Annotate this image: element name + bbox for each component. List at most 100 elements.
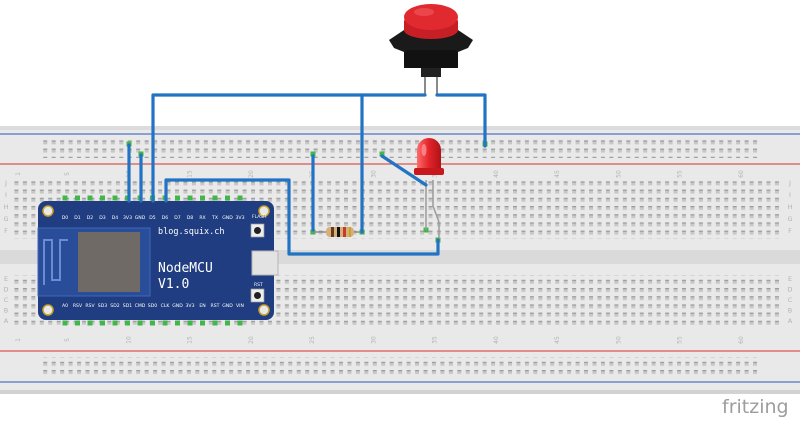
resistor-band: [349, 227, 351, 237]
row-letter: C: [4, 296, 9, 304]
column-number: 55: [677, 336, 684, 344]
connected-hole: [237, 195, 243, 201]
connected-hole: [162, 320, 168, 326]
row-letter: A: [788, 317, 793, 325]
button-cap-top: [404, 4, 458, 30]
pin-label-bottom: SD2: [110, 303, 119, 309]
connected-hole: [212, 320, 218, 326]
connected-hole: [100, 320, 105, 326]
connected-hole: [87, 195, 93, 201]
pin-label-bottom: RST: [211, 303, 220, 309]
row-letter: I: [789, 191, 791, 199]
row-letter: F: [788, 227, 792, 235]
wires: [127, 93, 487, 256]
column-number: 45: [554, 170, 561, 178]
usb-connector: [251, 250, 279, 276]
pin-label-top: GND: [222, 215, 233, 221]
connected-hole: [237, 320, 243, 326]
row-letter: J: [4, 179, 7, 187]
connected-hole: [200, 320, 205, 326]
fritzing-logo: fritzing: [722, 396, 789, 418]
column-number: 20: [248, 170, 255, 178]
row-letter: C: [788, 296, 793, 304]
pin-label-top: D8: [187, 215, 194, 221]
rst-button-cap: [254, 292, 261, 299]
row-letter: D: [787, 286, 792, 294]
esp-shield: [78, 232, 140, 292]
row-letter: D: [3, 286, 8, 294]
site-label: blog.squix.ch: [158, 227, 225, 237]
column-number: 35: [432, 336, 439, 344]
row-letter: E: [4, 275, 8, 283]
pin-label-top: D3: [99, 215, 106, 221]
connected-hole: [175, 320, 180, 326]
column-number: 15: [187, 336, 194, 344]
connected-hole: [175, 195, 180, 201]
connected-hole: [112, 195, 118, 201]
connected-hole: [200, 195, 205, 201]
pin-label-bottom: GND: [222, 303, 233, 309]
connected-hole: [87, 320, 93, 326]
pin-label-top: RX: [199, 215, 205, 221]
connected-hole: [225, 195, 230, 201]
mounting-hole: [258, 205, 270, 217]
wire-button-right-to-rail: [435, 93, 487, 148]
mounting-hole: [42, 205, 54, 217]
row-letter: H: [788, 203, 793, 211]
pin-label-bottom: RSV: [73, 303, 83, 309]
column-number: 45: [554, 336, 561, 344]
row-letter: H: [4, 203, 9, 211]
connected-hole: [137, 320, 143, 326]
wire-gnd-to-button: [151, 93, 427, 203]
pin-label-bottom: CLK: [161, 303, 171, 309]
column-number: 60: [738, 170, 745, 178]
connected-hole: [62, 320, 68, 326]
column-number: 15: [187, 170, 194, 178]
pin-label-bottom: EN: [199, 303, 205, 309]
column-number: 50: [615, 336, 622, 344]
row-letter: G: [787, 215, 792, 223]
resistor-band: [343, 227, 346, 237]
connected-hole: [100, 195, 105, 201]
column-number: 30: [370, 336, 377, 344]
pin-label-top: D7: [174, 215, 181, 221]
column-number: 40: [493, 336, 500, 344]
connected-hole: [150, 320, 155, 326]
pin-label-bottom: 3V3: [186, 303, 195, 309]
pin-label-top: D6: [162, 215, 169, 221]
column-number: 10: [125, 336, 132, 344]
row-letter: B: [4, 307, 8, 315]
resistor-band: [337, 227, 340, 237]
pin-label-top: TX: [211, 215, 218, 221]
connected-hole: [225, 320, 230, 326]
rst-label: RST: [254, 282, 263, 288]
flash-label: FLASH: [252, 214, 267, 220]
pin-label-bottom: SD1: [123, 303, 132, 309]
connected-hole: [187, 320, 193, 326]
flash-button-cap: [254, 227, 261, 234]
column-number: 60: [738, 336, 745, 344]
pin-label-bottom: SD3: [98, 303, 107, 309]
row-letter: J: [788, 179, 791, 187]
led-dome: [417, 138, 441, 170]
pin-label-top: D5: [149, 215, 156, 221]
pin-label-top: D2: [87, 215, 94, 221]
connected-hole: [125, 320, 130, 326]
column-number: 1: [15, 338, 22, 342]
resistor-band: [331, 227, 334, 237]
board-name: NodeMCU: [158, 261, 213, 276]
mounting-hole: [258, 304, 270, 316]
column-number: 5: [64, 172, 71, 176]
row-letter: A: [4, 317, 9, 325]
pin-label-top: 3V3: [123, 215, 132, 221]
pin-label-bottom: VIN: [236, 303, 244, 309]
bottom-power-rail: [0, 350, 800, 383]
row-letter: G: [3, 215, 8, 223]
board-version: V1.0: [158, 277, 189, 292]
column-number: 50: [615, 170, 622, 178]
top-power-rail: [0, 133, 800, 165]
